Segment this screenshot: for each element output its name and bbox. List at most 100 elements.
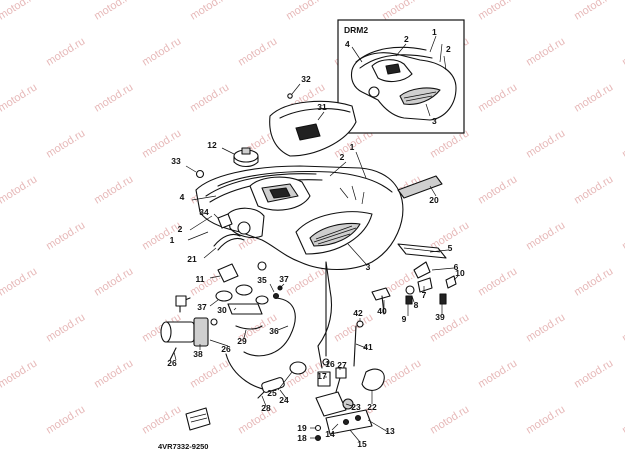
watermark-text: motod.ru (0, 357, 39, 390)
washer-37a (215, 290, 233, 302)
fuel-cock-assembly (257, 261, 385, 442)
inset-mount-hole (368, 86, 380, 98)
leader-line (191, 195, 217, 201)
watermark-text: motod.ru (44, 35, 87, 68)
left-parts (195, 169, 296, 357)
leader-line (453, 275, 459, 281)
fitting-40 (371, 287, 391, 301)
callout-number: 21 (187, 254, 197, 264)
fuel-cap (233, 147, 259, 168)
cover-edge (279, 108, 351, 119)
fuel-tank (195, 165, 404, 270)
filter-24 (261, 377, 285, 393)
cap-key (241, 147, 251, 155)
inset-tank-body (350, 52, 457, 121)
damper-6 (413, 261, 431, 279)
leader-line (279, 283, 285, 289)
watermark-text: motod.ru (44, 127, 87, 160)
watermark-text: motod.ru (428, 403, 471, 436)
trim-strip-20 (397, 175, 443, 199)
bracket-5 (397, 243, 447, 259)
watermark-text: motod.ru (572, 357, 615, 390)
emblem-lines (313, 225, 357, 245)
screw-19 (314, 424, 322, 432)
watermark-text: motod.ru (236, 403, 279, 436)
label-lines (189, 413, 208, 423)
leader-line (269, 283, 275, 293)
inset-title: DRM2 (344, 25, 368, 35)
hose-28 (257, 391, 265, 399)
bracket-7 (417, 277, 433, 293)
leader-line (209, 339, 229, 347)
leader-line (243, 329, 247, 339)
screw-33 (195, 169, 205, 179)
watermark-text: motod.ru (620, 403, 625, 436)
inset-filler-area (371, 59, 413, 83)
tank-mount-hole (237, 221, 251, 235)
collar (257, 261, 267, 271)
knee-recess (227, 207, 265, 239)
inset-callout: 2 (404, 34, 409, 44)
inset-callout: 3 (432, 116, 437, 126)
stripe-1 (205, 173, 317, 197)
filler-opening (269, 187, 291, 199)
collar-8 (405, 285, 415, 295)
callout-number: 14 (325, 429, 335, 439)
leader-line (209, 275, 221, 279)
screw-18 (314, 434, 322, 442)
leader-line (429, 249, 449, 253)
callout-number: 40 (377, 306, 387, 316)
watermark-text: motod.ru (0, 0, 39, 23)
leader-line (187, 231, 209, 241)
watermark-text: motod.ru (524, 35, 567, 68)
sender-flange (193, 317, 209, 347)
watermark-text: motod.ru (0, 81, 39, 114)
connector (175, 295, 187, 307)
screw-16 (322, 358, 330, 366)
callout-number: 9 (402, 314, 407, 324)
callout-number: 4 (180, 192, 185, 202)
watermark-text: motod.ru (524, 403, 567, 436)
watermark-text: motod.ru (92, 357, 135, 390)
inset-stripe-lower (359, 54, 433, 69)
callout-number: 13 (385, 426, 395, 436)
callout-number: 15 (357, 439, 367, 449)
callout-number: 22 (367, 402, 377, 412)
watermark-text: motod.ru (524, 127, 567, 160)
callout-number: 29 (237, 336, 247, 346)
cock-links (317, 345, 341, 393)
watermark-text: motod.ru (92, 173, 135, 206)
label-body (185, 407, 211, 431)
fuel-line (317, 261, 333, 347)
top-cover (269, 93, 357, 157)
callout-labels: 1122345678910111213141516171819202122232… (167, 74, 465, 449)
watermark-text: motod.ru (476, 173, 519, 206)
callout-number: 39 (435, 312, 445, 322)
leader-line (209, 299, 219, 307)
cock-knob (342, 398, 354, 410)
leader-line (279, 389, 287, 399)
inset-drm2: DRM2 4 2 1 2 3 (337, 19, 465, 134)
watermark-text: motod.ru (284, 0, 327, 23)
watermark-text: motod.ru (524, 311, 567, 344)
leader-line (349, 429, 361, 443)
callout-number: 26 (221, 344, 231, 354)
leader-line (317, 111, 325, 121)
callout-number: 11 (196, 274, 205, 284)
leader-line (411, 295, 415, 303)
callout-number: 36 (269, 326, 279, 336)
hose-21b (217, 237, 245, 251)
inset-emblem-lines (403, 91, 437, 102)
callout-number: 27 (337, 360, 347, 370)
watermark-text: motod.ru (44, 219, 87, 252)
callout-number: 1 (170, 235, 175, 245)
watermark-text: motod.ru (380, 357, 423, 390)
watermark-text: motod.ru (476, 357, 519, 390)
watermark-text: motod.ru (188, 357, 231, 390)
inset-leaders (351, 35, 447, 117)
leader-line (277, 371, 293, 391)
watermark-text: motod.ru (92, 265, 135, 298)
callout-number: 7 (422, 290, 427, 300)
leader-line (213, 213, 219, 219)
callout-number: 38 (193, 349, 203, 359)
